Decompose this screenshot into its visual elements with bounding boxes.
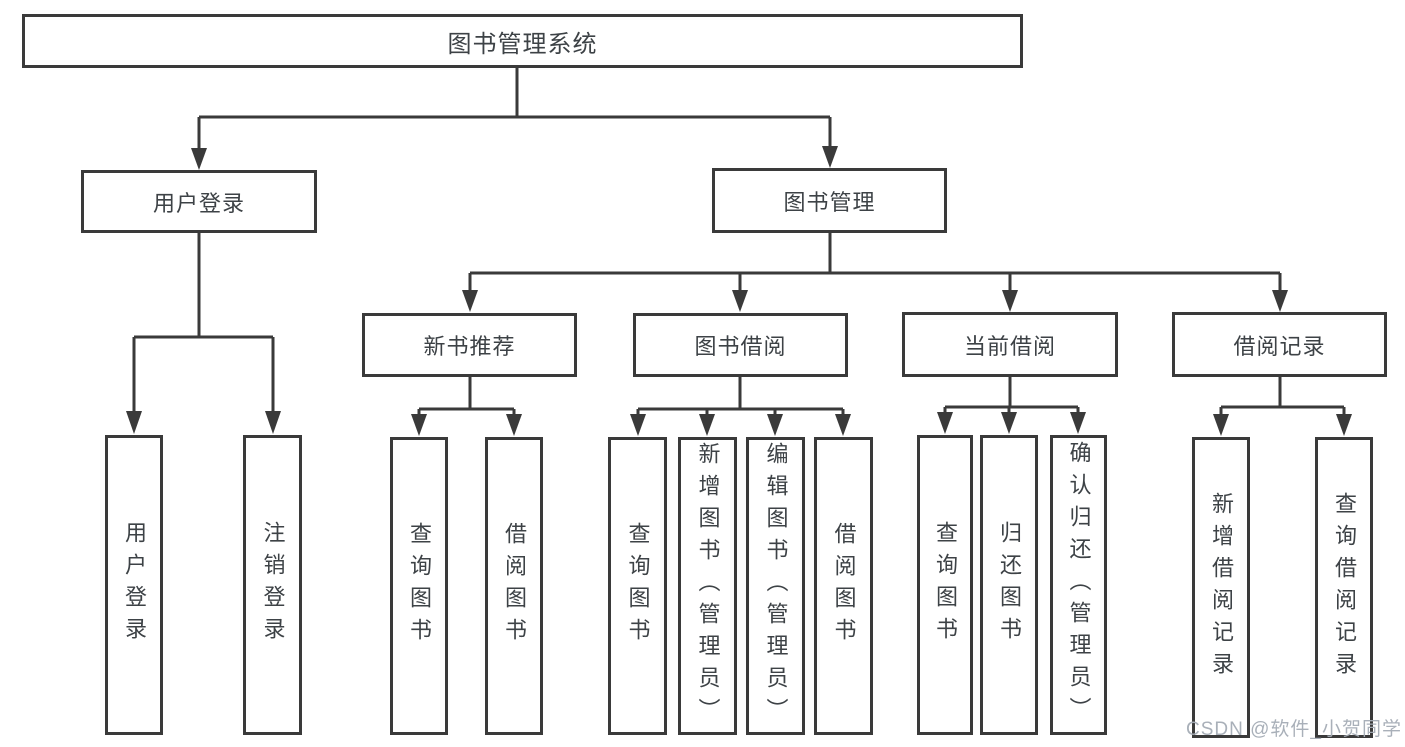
node-book-borrow: 图书借阅 [633, 313, 848, 377]
leaf-confirm-return: 确认归还（管理员） [1050, 435, 1107, 735]
leaf-query-book-2-label: 查询图书 [625, 522, 651, 650]
node-new-book-rec: 新书推荐 [362, 313, 577, 377]
wire-book-borrow-branch [630, 377, 851, 436]
leaf-query-book-1-label: 查询图书 [407, 522, 432, 650]
node-book-mgmt-label: 图书管理 [783, 189, 876, 215]
csdn-watermark: CSDN @软件_小贺同学 [1186, 719, 1402, 740]
leaf-query-record-label: 查询借阅记录 [1332, 491, 1357, 684]
node-root-label: 图书管理系统 [447, 30, 598, 58]
node-borrow-record: 借阅记录 [1172, 312, 1387, 377]
wire-book-mgmt-branch [462, 233, 1288, 312]
leaf-return-book: 归还图书 [980, 435, 1038, 735]
leaf-add-book: 新增图书（管理员） [678, 437, 737, 735]
wire-user-login-branch [126, 233, 281, 434]
leaf-logout-label: 注销登录 [260, 521, 286, 649]
leaf-add-book-label: 新增图书（管理员） [695, 442, 721, 730]
node-current-borrow-label: 当前借阅 [963, 333, 1056, 359]
leaf-add-record-label: 新增借阅记录 [1209, 491, 1234, 684]
node-root: 图书管理系统 [22, 14, 1023, 68]
leaf-borrow-book-2-label: 借阅图书 [831, 522, 857, 650]
node-current-borrow: 当前借阅 [902, 312, 1118, 377]
node-user-login: 用户登录 [81, 170, 317, 233]
wire-current-borrow-branch [937, 377, 1086, 434]
leaf-query-book-2: 查询图书 [608, 437, 667, 735]
leaf-edit-book: 编辑图书（管理员） [746, 437, 805, 735]
wire-borrow-record-branch [1213, 377, 1352, 436]
wire-root-to-level2 [191, 68, 838, 170]
leaf-query-record: 查询借阅记录 [1315, 437, 1373, 738]
node-user-login-label: 用户登录 [152, 190, 245, 216]
wire-new-book-rec-branch [411, 377, 522, 436]
leaf-query-book-3: 查询图书 [917, 435, 973, 735]
leaf-user-login: 用户登录 [105, 435, 163, 735]
leaf-borrow-book-1-label: 借阅图书 [502, 522, 527, 650]
leaf-edit-book-label: 编辑图书（管理员） [763, 442, 789, 730]
leaf-borrow-book-2: 借阅图书 [814, 437, 873, 735]
node-new-book-rec-label: 新书推荐 [423, 334, 516, 359]
leaf-confirm-return-label: 确认归还（管理员） [1066, 441, 1092, 729]
node-borrow-record-label: 借阅记录 [1233, 333, 1326, 359]
leaf-user-login-label: 用户登录 [122, 521, 147, 649]
leaf-query-book-3-label: 查询图书 [933, 521, 958, 649]
leaf-logout: 注销登录 [243, 435, 302, 735]
node-book-borrow-label: 图书借阅 [694, 334, 787, 359]
leaf-return-book-label: 归还图书 [997, 521, 1022, 649]
leaf-borrow-book-1: 借阅图书 [485, 437, 543, 735]
leaf-query-book-1: 查询图书 [390, 437, 448, 735]
leaf-add-record: 新增借阅记录 [1192, 437, 1250, 738]
node-book-mgmt: 图书管理 [712, 168, 947, 233]
